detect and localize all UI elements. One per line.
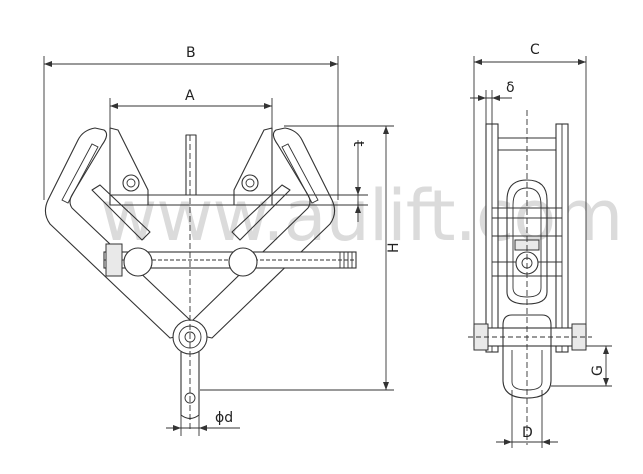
dim-B-label: B xyxy=(186,45,196,61)
front-view: B A t H ϕd xyxy=(43,45,402,436)
dim-A-arrow-left xyxy=(110,103,118,109)
right-arm-slot xyxy=(281,143,319,204)
dim-t-arrow-top xyxy=(355,187,361,195)
dim-d-arrow-right xyxy=(199,425,207,431)
dim-d-label: ϕd xyxy=(215,410,233,426)
center-web xyxy=(185,134,197,196)
dim-d-arrow-left xyxy=(173,425,181,431)
left-jaw-pin xyxy=(122,174,140,192)
dim-H-arrow-top xyxy=(383,126,389,134)
dim-D-label: D xyxy=(522,425,533,441)
spindle-threads xyxy=(339,252,353,268)
spindle-nut-left xyxy=(105,243,123,277)
dim-C-arrow-left xyxy=(474,59,482,65)
dim-B-arrow-right xyxy=(330,61,338,67)
dim-delta-label: δ xyxy=(506,80,515,96)
right-jaw xyxy=(233,127,273,206)
right-jaw-pin xyxy=(241,174,259,192)
dim-C-arrow-right xyxy=(578,59,586,65)
dim-delta-arrow-right xyxy=(492,95,500,101)
left-jaw xyxy=(109,127,149,206)
dim-t-label: t xyxy=(350,141,366,147)
dim-A-arrow-right xyxy=(264,103,272,109)
dim-G-arrow-bottom xyxy=(603,378,609,386)
left-jaw-pin-inner xyxy=(126,178,136,188)
left-arm-slot xyxy=(61,143,99,204)
dim-H-label: H xyxy=(386,242,402,253)
side-view: C δ G D xyxy=(468,42,612,448)
dim-t-arrow-bottom xyxy=(355,205,361,213)
left-inner-jaw xyxy=(91,184,151,241)
dim-delta-arrow-left xyxy=(478,95,486,101)
dim-G-arrow-top xyxy=(603,346,609,354)
side-slot xyxy=(506,179,548,305)
dim-B-arrow-left xyxy=(44,61,52,67)
side-slot-inner xyxy=(512,187,542,298)
dim-C-label: C xyxy=(530,42,540,58)
right-inner-jaw xyxy=(231,184,291,241)
dim-G-label: G xyxy=(590,365,606,376)
dim-D-arrow-left xyxy=(504,439,512,445)
right-jaw-pin-inner xyxy=(245,178,255,188)
side-bottom-bolt xyxy=(473,327,587,347)
dim-H-arrow-bottom xyxy=(383,382,389,390)
side-shackle xyxy=(502,314,552,399)
spindle-pin-left xyxy=(123,247,153,277)
spindle-pin-right xyxy=(228,247,258,277)
dim-A-label: A xyxy=(185,88,195,104)
dim-D-arrow-right xyxy=(542,439,550,445)
